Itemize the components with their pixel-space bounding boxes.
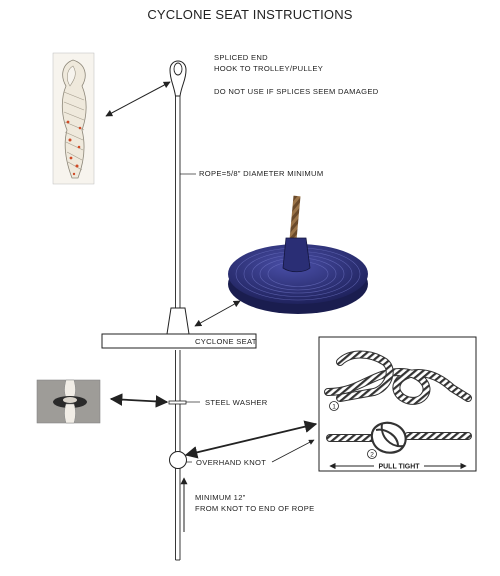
washer-arrow bbox=[109, 393, 169, 408]
knot-shape bbox=[169, 451, 187, 469]
rope-splice-photo bbox=[52, 52, 95, 185]
main-rope bbox=[175, 96, 181, 561]
hook-label: HOOK TO TROLLEY/PULLEY bbox=[214, 64, 323, 73]
cyclone-seat-photo bbox=[228, 195, 368, 314]
minimum-label-1: MINIMUM 12” bbox=[195, 493, 246, 502]
step-1-number: 1 bbox=[332, 404, 336, 411]
minimum-label-2: FROM KNOT TO END OF ROPE bbox=[195, 504, 314, 513]
steel-washer-photo bbox=[36, 379, 101, 424]
step-2-number: 2 bbox=[370, 452, 374, 459]
washer-shape bbox=[168, 400, 187, 405]
seat-arrow bbox=[194, 300, 241, 327]
pull-tight-label: PULL TIGHT bbox=[378, 464, 420, 471]
seat-cross-section bbox=[101, 307, 257, 349]
diagram-title: CYCLONE SEAT INSTRUCTIONS bbox=[147, 7, 352, 22]
spliced-end-label: SPLICED END bbox=[214, 53, 268, 62]
knot-label: OVERHAND KNOT bbox=[196, 458, 266, 467]
seat-label: CYCLONE SEAT bbox=[195, 337, 257, 346]
overhand-knot-illustration: 1 2 PULL TIGHT bbox=[318, 336, 477, 472]
spliced-eye bbox=[169, 60, 187, 97]
rope-label: ROPE=5/8” DIAMETER MINIMUM bbox=[199, 169, 323, 178]
washer-label: STEEL WASHER bbox=[205, 398, 268, 407]
knot-arrow bbox=[184, 420, 318, 459]
knot-detail-arrow bbox=[271, 439, 315, 463]
splice-arrow bbox=[105, 81, 171, 117]
warning-label: DO NOT USE IF SPLICES SEEM DAMAGED bbox=[214, 87, 379, 96]
